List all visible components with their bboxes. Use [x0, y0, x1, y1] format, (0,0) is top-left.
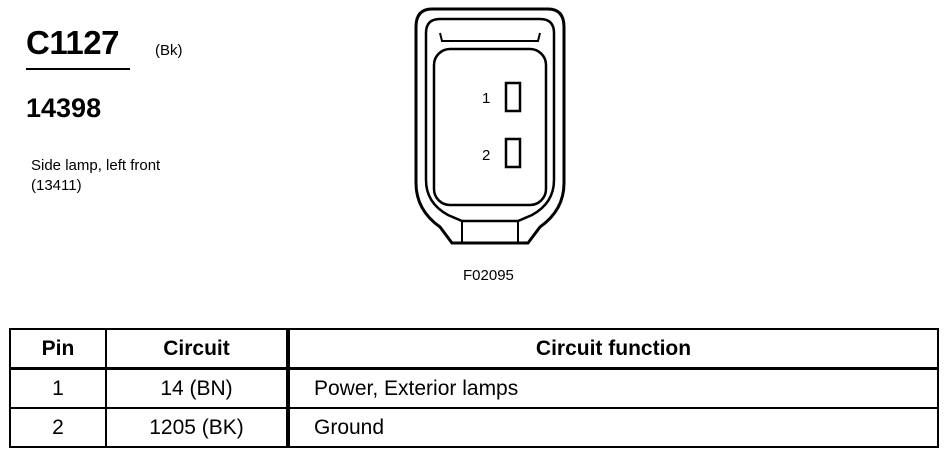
pin-1-terminal	[504, 81, 522, 113]
header-circuit: Circuit	[105, 328, 290, 370]
table-header-row: Pin Circuit Circuit function	[9, 328, 939, 370]
pin-cavity-frame	[432, 47, 548, 207]
connector-id: C1127	[26, 24, 119, 61]
header-pin: Pin	[9, 328, 107, 370]
connector-outer-housing	[414, 7, 566, 245]
cell-pin: 2	[9, 407, 107, 448]
figure-reference: F02095	[463, 267, 514, 284]
connector-keyway	[461, 221, 519, 243]
table-row: 1 14 (BN) Power, Exterior lamps	[9, 367, 939, 409]
description-line-2: (13411)	[31, 177, 82, 194]
pin-2-terminal	[504, 137, 522, 169]
part-number: 14398	[26, 93, 102, 123]
connector-face-diagram: 1 2	[414, 7, 566, 245]
header-circuit-function: Circuit function	[287, 328, 939, 370]
cell-function: Ground	[287, 407, 939, 448]
table-row: 2 1205 (BK) Ground	[9, 407, 939, 448]
connector-description: Side lamp, left front (13411)	[31, 156, 160, 196]
cell-pin: 1	[9, 367, 107, 409]
cell-function: Power, Exterior lamps	[287, 367, 939, 409]
cell-circuit: 14 (BN)	[105, 367, 290, 409]
pinout-table: Pin Circuit Circuit function 1 14 (BN) P…	[9, 328, 939, 448]
pin-1-label: 1	[482, 90, 490, 107]
pin-2-label: 2	[482, 147, 490, 164]
connector-id-underline	[26, 68, 130, 70]
cell-circuit: 1205 (BK)	[105, 407, 290, 448]
description-line-1: Side lamp, left front	[31, 157, 161, 174]
connector-color: (Bk)	[155, 42, 183, 59]
connector-latch	[439, 32, 541, 42]
